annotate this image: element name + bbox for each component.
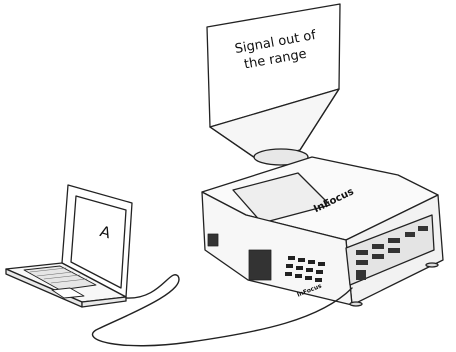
vga-cable: [91, 274, 353, 347]
projector: [201, 148, 444, 307]
control-buttons: [285, 256, 325, 282]
io-panel: [345, 214, 435, 286]
projected-screen: [206, 3, 341, 161]
laptop: [5, 184, 133, 308]
side-vent: [207, 233, 272, 281]
